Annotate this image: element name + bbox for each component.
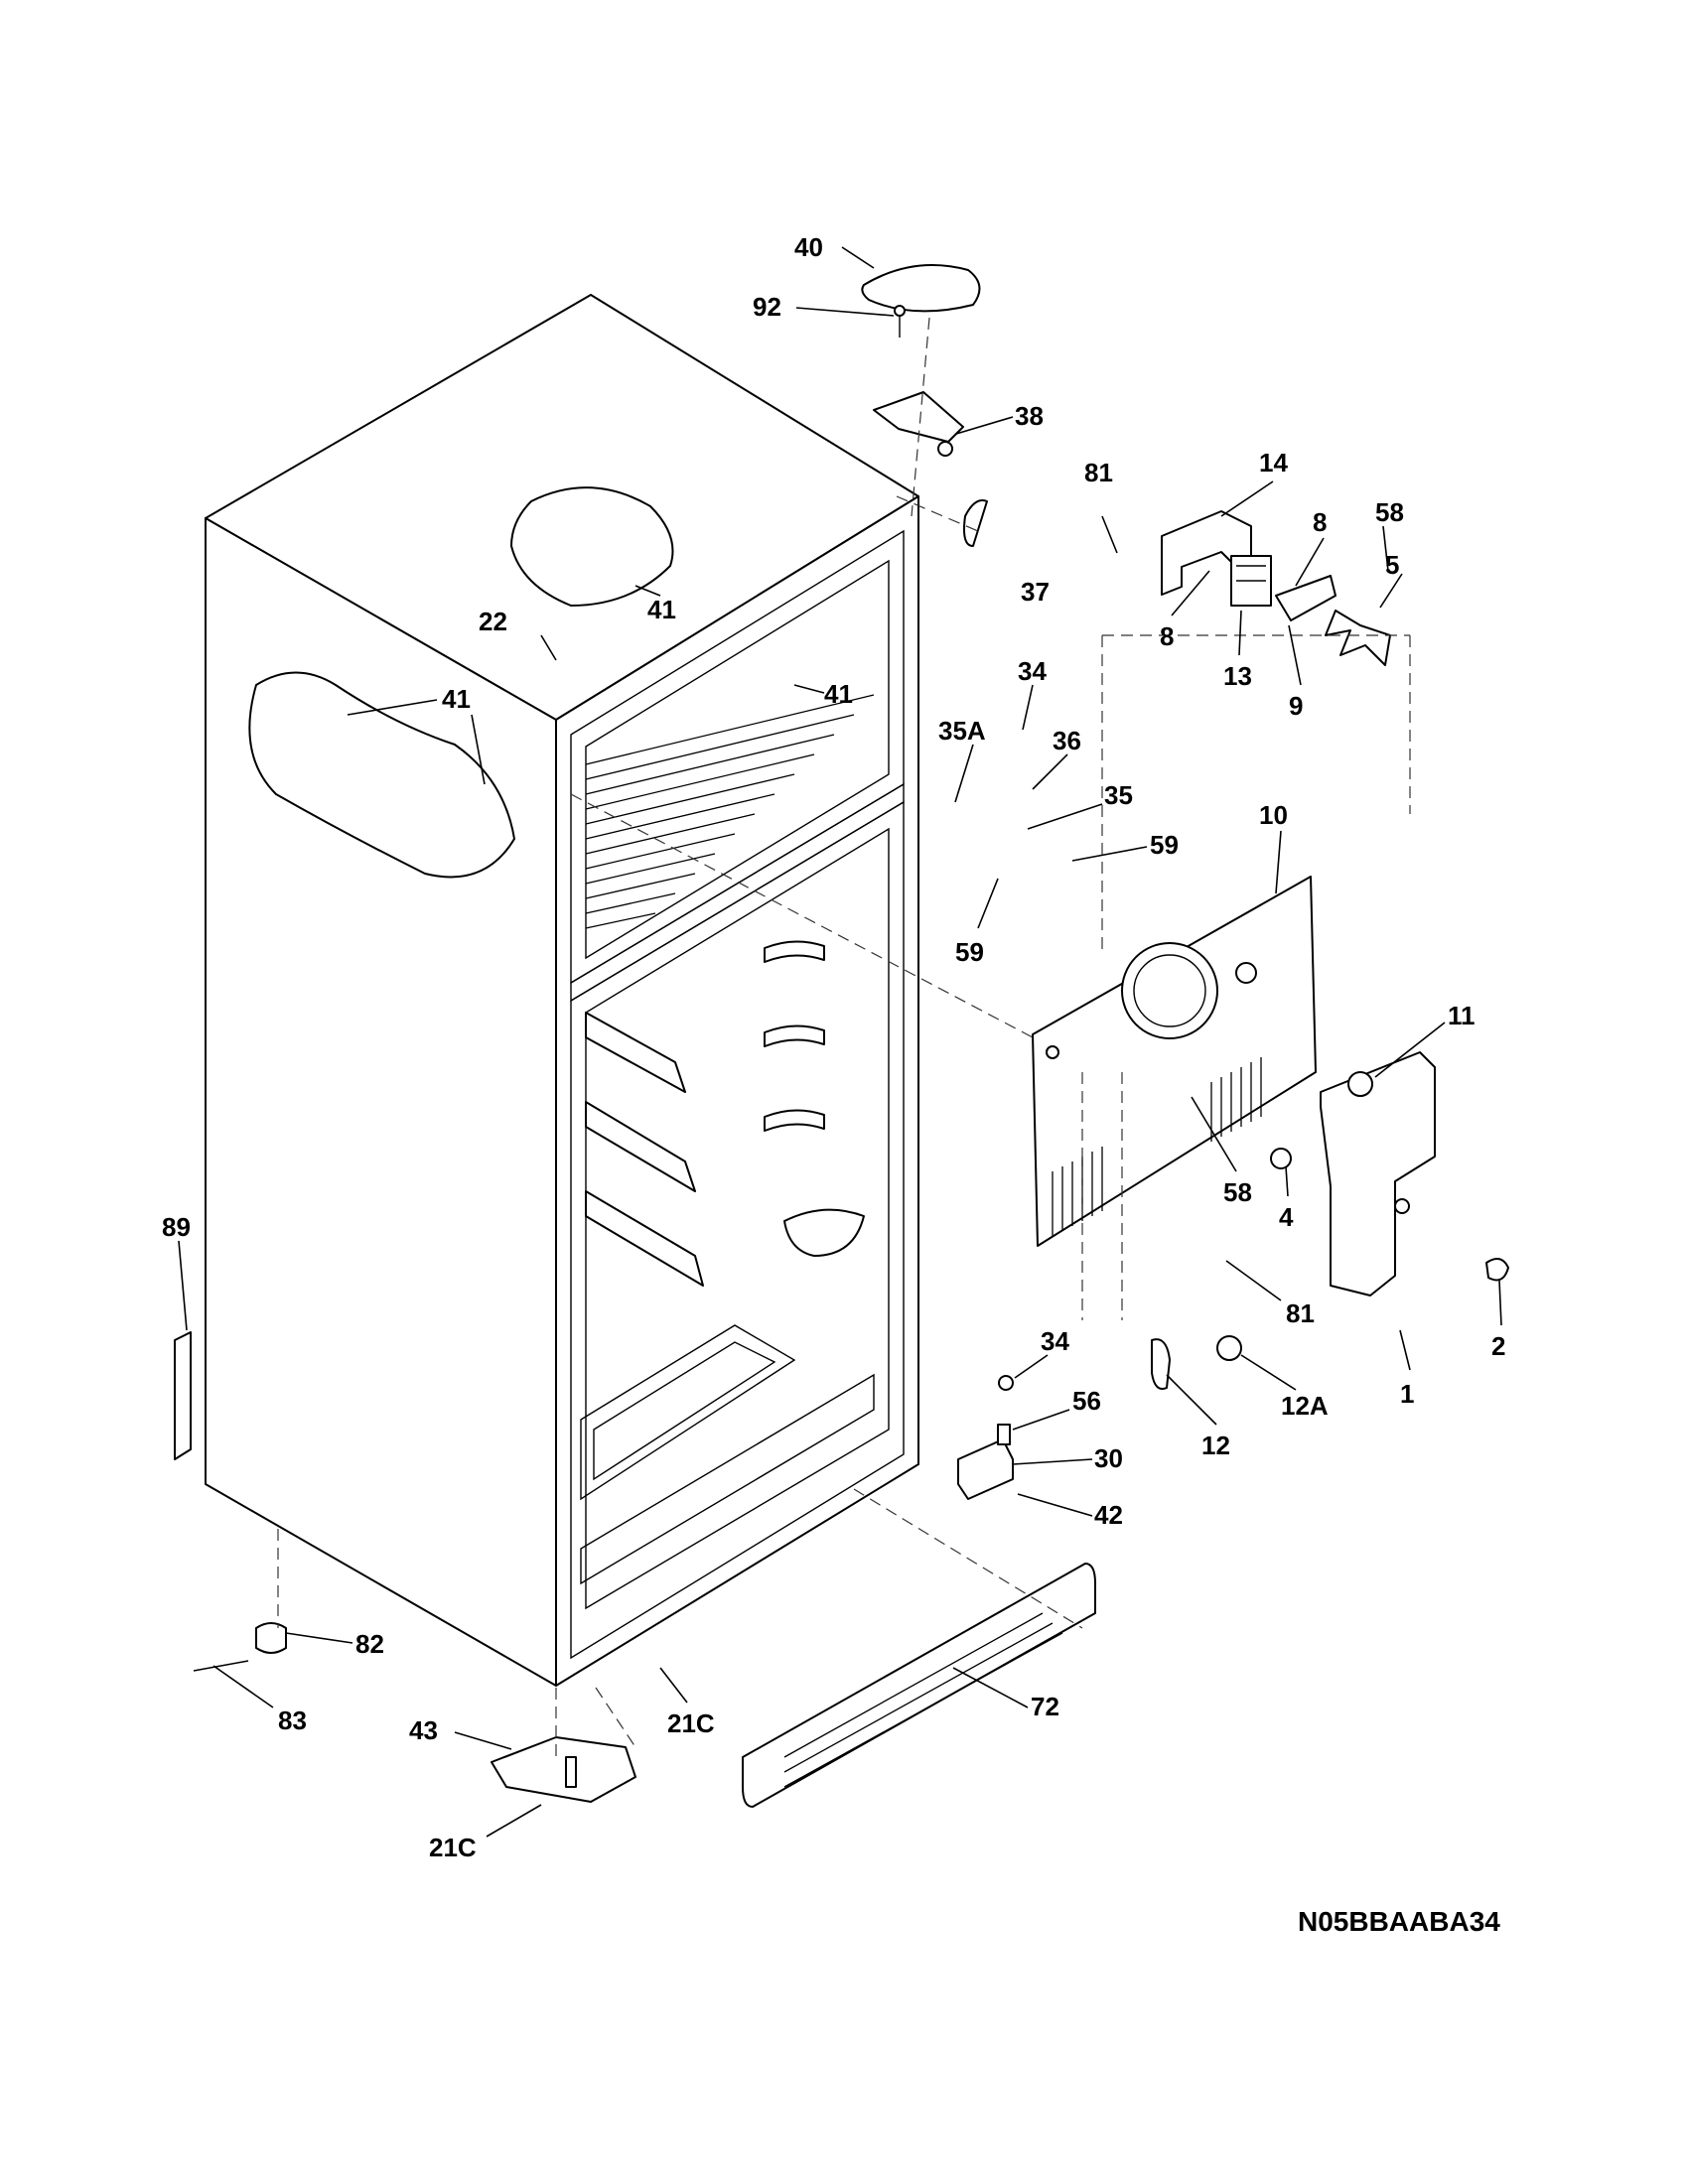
callout-8-right: 8 [1313,507,1327,537]
hinge-plug [963,499,988,547]
callout-10: 10 [1259,800,1288,830]
callout-34-bottom: 34 [1041,1326,1069,1356]
callout-2: 2 [1491,1331,1505,1361]
kickplate-grille [742,1563,1096,1808]
leg-pin [193,1660,249,1672]
callout-58-mid: 58 [1223,1177,1252,1207]
callout-37: 37 [1021,577,1050,607]
callout-22: 22 [479,607,507,636]
callout-13: 13 [1223,661,1252,691]
callout-41-right: 41 [824,679,853,709]
callout-11: 11 [1448,1001,1476,1030]
top-hinge [873,391,964,457]
callout-34-top: 34 [1018,656,1047,686]
callout-12A: 12A [1281,1391,1329,1421]
callout-41-left: 41 [442,684,471,714]
callout-59-right: 59 [1150,830,1179,860]
roller-bracket [491,1736,636,1803]
thermostat-knob [1270,1148,1292,1169]
callout-21C-right: 21C [667,1708,715,1738]
evaporator-cover [1032,876,1317,1247]
bottom-hinge [957,1438,1014,1500]
fan-motor [1230,555,1272,607]
fan-blade [1325,610,1391,666]
callout-82: 82 [355,1629,384,1659]
callout-92: 92 [753,292,781,322]
callout-81-mid: 81 [1286,1298,1315,1328]
callout-35A: 35A [938,716,986,746]
motor-bracket [1275,575,1336,621]
callout-9: 9 [1289,691,1303,721]
control-knob [1485,1258,1509,1282]
callout-72: 72 [1031,1692,1059,1721]
callout-35: 35 [1104,780,1133,810]
hinge-screw [894,305,906,338]
callout-4: 4 [1279,1202,1294,1232]
callout-21C-left: 21C [429,1833,477,1862]
shelf-supports [585,940,865,1287]
light-shield [1151,1338,1171,1390]
callout-43: 43 [409,1715,438,1745]
callout-83: 83 [278,1706,307,1735]
callout-40: 40 [794,232,823,262]
callout-56: 56 [1072,1386,1101,1416]
refrigerator-cabinet [205,294,919,1687]
callout-58-top: 58 [1375,497,1404,527]
callout-36: 36 [1053,726,1081,755]
light-socket-plug [1347,1071,1373,1097]
fan-bracket [1161,510,1252,596]
callout-12: 12 [1201,1431,1230,1460]
callout-8-left: 8 [1160,621,1174,651]
callout-38: 38 [1015,401,1044,431]
hinge-washer [998,1375,1014,1391]
hinge-pin [997,1424,1011,1445]
callouts: 40 92 38 37 81 14 8 58 5 8 13 9 22 41 41… [162,232,1505,1862]
control-housing [1320,1051,1436,1297]
callout-41-top: 41 [647,595,676,624]
assembly-guides [277,317,1411,1762]
callout-42: 42 [1094,1500,1123,1530]
callout-59-left: 59 [955,937,984,967]
top-hinge-cover [861,264,981,313]
drawing-code: N05BBAABA34 [1298,1906,1500,1937]
callout-1: 1 [1400,1379,1414,1409]
light-plug [1216,1335,1242,1361]
insulation-pads [248,486,674,879]
callout-89: 89 [162,1212,191,1242]
callout-14: 14 [1259,448,1288,478]
callout-30: 30 [1094,1443,1123,1473]
callout-5: 5 [1385,550,1399,580]
freezer-liner-ribs [585,694,875,929]
side-panel-strip [174,1331,192,1460]
callout-81-top: 81 [1084,458,1113,487]
leveling-leg [255,1622,287,1654]
